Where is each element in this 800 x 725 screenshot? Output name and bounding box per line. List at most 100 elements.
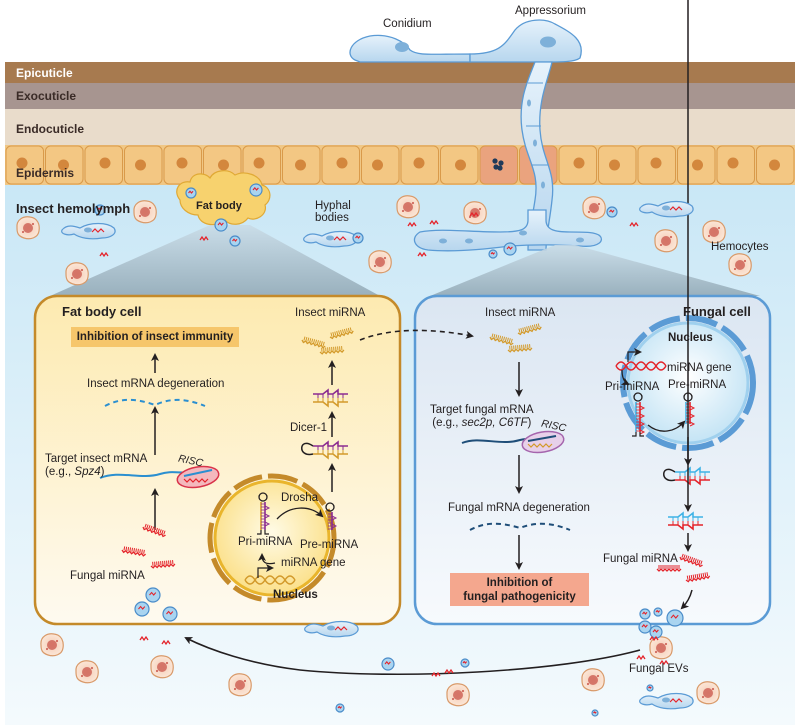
free-fungal-mirna xyxy=(444,668,454,675)
hemocyte xyxy=(654,229,678,253)
mirna-gene-fungal xyxy=(615,361,667,371)
epidermal-nucleus xyxy=(455,159,466,171)
nuclear-processing-arrow-fungal xyxy=(647,420,686,432)
extracellular-vesicle xyxy=(145,587,161,603)
fungal-ev-transfer-arrow xyxy=(184,637,641,676)
epidermal-nucleus xyxy=(336,157,348,169)
mirna-duplex-fungal xyxy=(668,511,703,531)
free-fungal-mirna xyxy=(99,251,109,258)
extracellular-vesicle xyxy=(653,607,663,617)
hemocyte xyxy=(150,655,174,679)
epidermis-cells xyxy=(5,145,795,185)
free-fungal-mirna xyxy=(629,221,639,228)
free-fungal-mirna xyxy=(429,219,439,226)
hyphal-body xyxy=(304,620,359,638)
epidermal-nucleus xyxy=(573,157,585,169)
mirna-strand xyxy=(517,323,542,336)
insect-mirna-cluster-fat xyxy=(301,327,354,355)
eg-prefix-fungal: (e.g., xyxy=(432,417,462,429)
epidermal-nucleus xyxy=(372,159,383,171)
hemocyte xyxy=(133,200,157,224)
mirna-gene-label-fat: miRNA gene xyxy=(281,557,346,569)
hemocytes-label: Hemocytes xyxy=(711,241,769,253)
extracellular-vesicles-group xyxy=(94,183,684,717)
extracellular-vesicle xyxy=(229,235,241,247)
epidermal-nucleus xyxy=(16,157,28,169)
extracellular-vesicle xyxy=(503,242,517,256)
endocuticle-layer xyxy=(5,109,795,145)
endocuticle-label: Endocuticle xyxy=(16,122,85,136)
fungal-pathogenicity-result: Inhibition of fungal pathogenicity xyxy=(450,576,589,604)
pre-mirna-small-fat xyxy=(325,502,338,530)
mirna-strand xyxy=(142,523,166,538)
exocuticle-label: Exocuticle xyxy=(16,89,77,103)
extracellular-vesicle xyxy=(352,232,364,244)
mirna-gene-fat xyxy=(244,575,296,585)
free-fungal-mirna xyxy=(417,251,427,258)
hyphal-bodies-group xyxy=(61,200,694,710)
extracellular-vesicle xyxy=(335,703,345,713)
extracellular-vesicle xyxy=(606,206,618,218)
hemocyte xyxy=(581,668,605,692)
fungal-mirna-label-fungal: Fungal miRNA xyxy=(603,553,678,565)
fungal-mrna-degeneration-label: Fungal mRNA degeneration xyxy=(448,502,590,514)
free-fungal-mirna xyxy=(139,635,149,642)
insect-mirna-cluster-fungal xyxy=(489,323,542,353)
fungal-particle xyxy=(497,165,503,171)
epidermal-nucleus xyxy=(135,159,146,171)
epidermal-nucleus xyxy=(218,159,229,171)
fungal-particle xyxy=(493,164,499,170)
fat-body-nucleus xyxy=(207,473,337,603)
mirna-strand xyxy=(150,560,176,569)
nucleus-label-fat: Nucleus xyxy=(273,589,318,601)
free-fungal-mirna xyxy=(659,659,669,666)
drosha-arrow xyxy=(276,507,324,520)
insect-mirna-transfer-arrow xyxy=(359,329,474,341)
hemocyte xyxy=(696,681,720,705)
eg-prefix: (e.g., xyxy=(45,466,75,478)
result-line2: fungal pathogenicity xyxy=(463,591,576,603)
hemocyte xyxy=(463,201,487,225)
mirna-strand xyxy=(301,336,326,349)
free-fungal-mirna xyxy=(431,671,441,678)
degraded-fungal-mrna xyxy=(469,522,571,531)
extracellular-vesicle xyxy=(94,204,106,216)
free-fungal-mirna xyxy=(161,639,171,646)
extracellular-vesicle xyxy=(646,684,654,692)
mirna-strand xyxy=(685,572,711,583)
hyphal-body xyxy=(639,200,694,218)
free-fungal-mirna xyxy=(649,635,659,642)
epidermal-nucleus xyxy=(650,157,662,169)
extracellular-vesicle xyxy=(488,249,498,259)
epidermal-nucleus xyxy=(692,159,703,171)
promoter-arrow-fungal xyxy=(627,348,642,362)
fungal-zoom-cone xyxy=(430,245,760,296)
hemocytes-group xyxy=(16,195,752,707)
hyphal-bodies-line2: bodies xyxy=(315,212,349,224)
appressorium-label: Appressorium xyxy=(515,5,586,17)
fungal-pathogenicity-result-box xyxy=(450,573,589,606)
risc-complex-fungal xyxy=(521,430,565,454)
fungal-cell-title: Fungal cell xyxy=(683,304,751,319)
insect-mirna-label-fungal: Insect miRNA xyxy=(485,307,556,319)
fat-body-cell-title: Fat body cell xyxy=(62,304,142,319)
extracellular-vesicle xyxy=(214,218,228,232)
risc-complex-insect xyxy=(176,465,220,489)
fungal-mirna-cluster-fat xyxy=(121,523,176,569)
extracellular-vesicle xyxy=(134,601,150,617)
free-fungal-mirna xyxy=(407,221,417,228)
nucleus-label-fungal: Nucleus xyxy=(668,332,713,344)
insect-mrna-degeneration-label: Insect mRNA degeneration xyxy=(87,378,225,390)
epidermal-nucleus xyxy=(253,157,265,169)
result-line1: Inhibition of xyxy=(486,577,553,589)
mirna-strand xyxy=(507,344,533,353)
hemocyte xyxy=(582,196,606,220)
mirna-strand xyxy=(489,333,514,346)
hemocyte xyxy=(228,673,252,697)
pri-mirna-hairpin-fat xyxy=(257,492,271,535)
hyphal-bodies-line1: Hyphal xyxy=(315,200,351,212)
mirna-strand xyxy=(329,327,354,340)
hemocyte xyxy=(649,636,673,660)
epicuticle-label: Epicuticle xyxy=(16,66,73,80)
ev-release-arrow xyxy=(680,589,693,610)
